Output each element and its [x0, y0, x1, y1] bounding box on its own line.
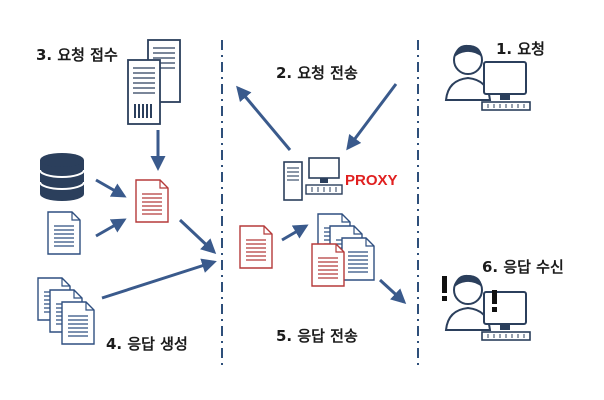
- arrow-request-to-proxy: [346, 83, 398, 151]
- arrow-db-to-doc: [95, 178, 127, 198]
- database-icon: [39, 153, 85, 201]
- proxy-label: PROXY: [345, 172, 398, 189]
- user-computer-icon-receiver: [445, 273, 531, 341]
- document-stack-icon: [37, 277, 95, 345]
- alert-icon: [442, 276, 497, 312]
- response-document-stack-icon: [311, 213, 375, 287]
- arrow-response-to-user: [378, 278, 407, 305]
- step-4-label: 4. 응답 생성: [106, 335, 188, 353]
- step-3-label: 3. 요청 접수: [36, 46, 118, 64]
- arrow-stack-to-divider: [101, 258, 217, 300]
- step-2-label: 2. 요청 전송: [276, 64, 358, 82]
- request-document-icon-proxy: [239, 225, 273, 269]
- request-document-icon: [135, 179, 169, 223]
- arrow-doc-to-doc: [95, 218, 127, 238]
- document-icon: [47, 211, 81, 255]
- step-1-label: 1. 요청: [496, 40, 545, 58]
- arrow-proxy-to-server: [236, 85, 292, 151]
- proxy-computer-icon: [283, 157, 343, 201]
- server-icon: [127, 39, 181, 125]
- arrow-doc-to-proxy: [281, 224, 309, 242]
- step-6-label: 6. 응답 수신: [482, 258, 564, 276]
- arrow-doc-to-divider: [178, 218, 217, 255]
- step-5-label: 5. 응답 전송: [276, 327, 358, 345]
